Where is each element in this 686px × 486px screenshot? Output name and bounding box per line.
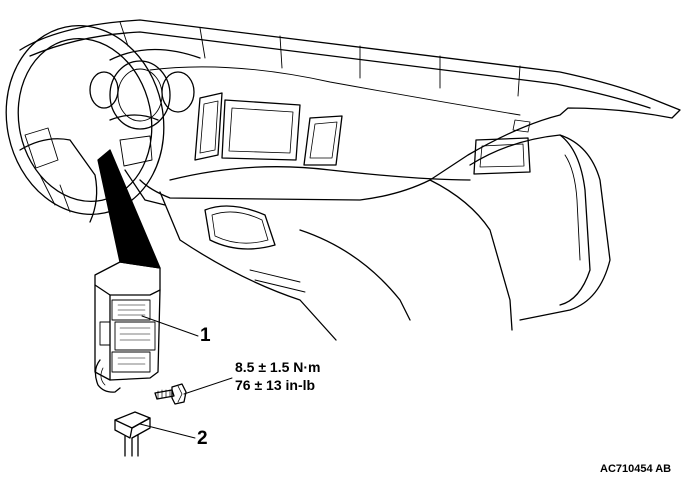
leader-2 — [139, 423, 196, 439]
leader-bolt — [183, 377, 233, 395]
torque-imperial: 76 ± 13 in-lb — [235, 377, 316, 393]
steering-wheel — [5, 25, 165, 223]
callout-1: 1 — [200, 325, 211, 346]
leader-1 — [141, 315, 199, 337]
mounting-bolt — [154, 383, 187, 405]
torque-spec: 8.5 ± 1.5 N·m 76 ± 13 in-lb — [235, 358, 321, 394]
leader-lines — [139, 315, 233, 439]
center-vents — [194, 92, 531, 293]
callout-2: 2 — [197, 428, 208, 449]
torque-metric: 8.5 ± 1.5 N·m — [235, 359, 321, 375]
control-module — [94, 261, 161, 393]
gauge-cluster — [89, 48, 201, 206]
instrument-panel — [19, 19, 681, 341]
bracket — [114, 411, 151, 457]
location-pointer — [97, 149, 161, 269]
figure-id: AC710454 AB — [600, 463, 672, 475]
